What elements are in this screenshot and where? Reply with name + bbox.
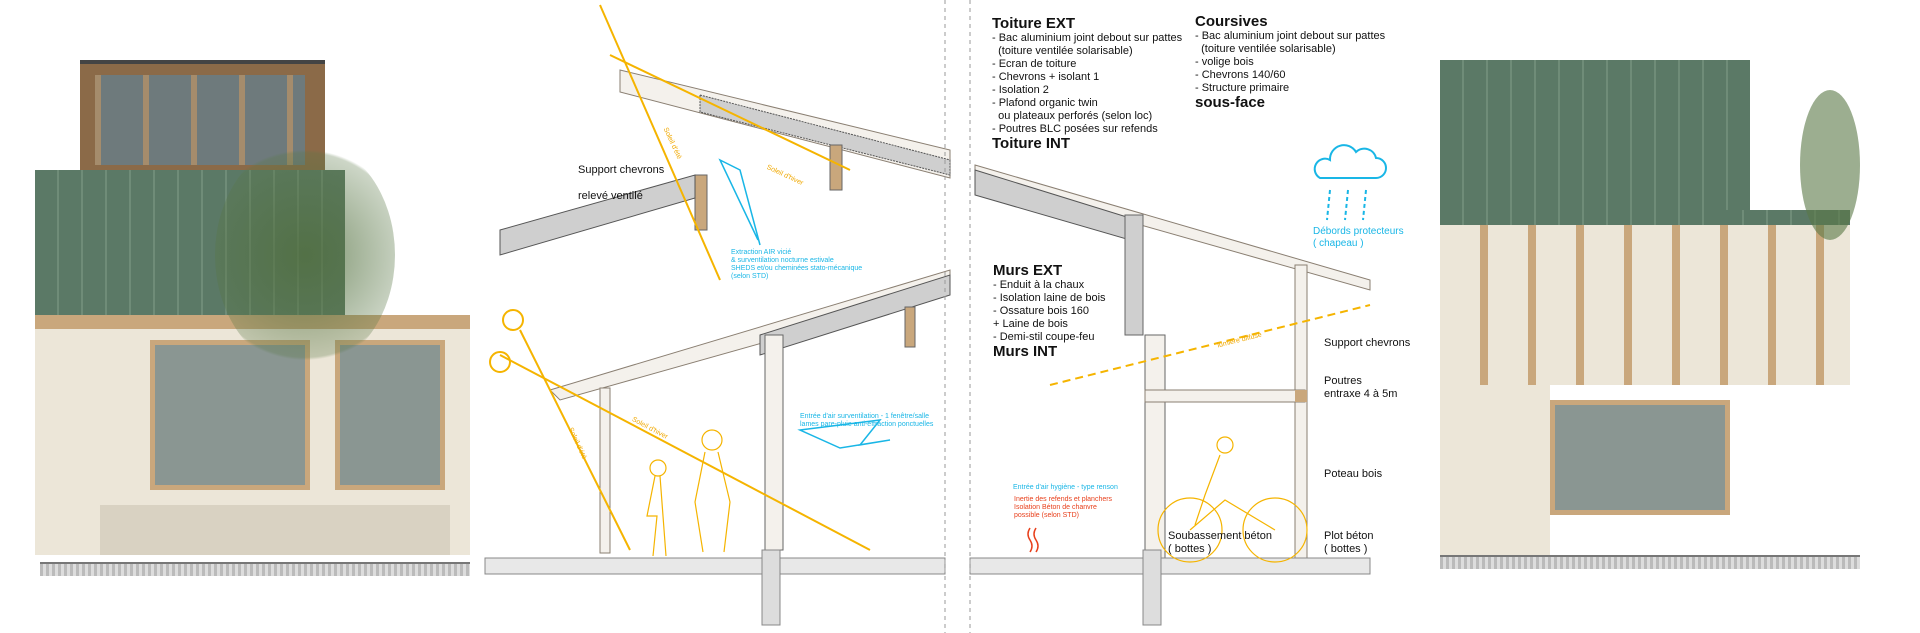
label-poteau: Poteau bois (1324, 468, 1383, 480)
heat-icon (1027, 527, 1039, 553)
label-entree-hygiene: Entrée d'air hygiène - type renson (1013, 484, 1118, 491)
left-elevation-render (0, 0, 470, 633)
ground-floor-window-2 (335, 340, 445, 490)
ground-slabs (484, 549, 1371, 626)
sun-rays (499, 4, 1371, 551)
coursives-subtitle: sous-face (1195, 94, 1266, 111)
bench (100, 505, 450, 555)
coursives-item: (toiture ventilée solarisable) (1195, 43, 1336, 55)
toiture-item: - Chevrons + isolant 1 (992, 71, 1100, 83)
toiture-item: (toiture ventilée solarisable) (992, 45, 1133, 57)
murs-item: - Isolation laine de bois (993, 292, 1106, 304)
label-support-chevrons-right: Support chevrons (1324, 337, 1411, 349)
murs-ext-title: Murs EXT (993, 262, 1063, 279)
air-arrows (718, 158, 891, 449)
toiture-legend: Toiture EXT - Bac aluminium joint debout… (992, 16, 1182, 152)
roof-lower-left (549, 269, 951, 554)
coursives-title: Coursives (1195, 13, 1268, 30)
murs-item: + Laine de bois (993, 318, 1068, 330)
coursives-legend: Coursives - Bac aluminium joint debout s… (1195, 14, 1385, 111)
tree (215, 140, 395, 370)
toiture-item: - Ecran de toiture (992, 58, 1077, 70)
people-figures (646, 429, 1308, 563)
toiture-item: - Plafond organic twin (992, 97, 1098, 109)
coursives-item: - Structure primaire (1195, 82, 1290, 94)
murs-item: - Demi-stil coupe-feu (993, 331, 1095, 343)
right-elevation-render (1440, 0, 1860, 633)
ground-floor-wall-right (1440, 385, 1550, 555)
ground-floor-window-right (1550, 400, 1730, 515)
coursives-item: - volige bois (1195, 56, 1254, 68)
label-extraction: Extraction AIR vicié & surventilation no… (731, 249, 863, 280)
toiture-item: - Bac aluminium joint debout sur pattes (992, 32, 1183, 44)
roof-upper-left (499, 69, 951, 256)
dash-dividers (944, 0, 971, 633)
coursives-item: - Bac aluminium joint debout sur pattes (1195, 30, 1386, 42)
green-roof-cladding-right (1440, 60, 1750, 225)
murs-legend: Murs EXT - Enduit à la chaux - Isolation… (993, 263, 1106, 360)
toiture-item: ou plateaux perforés (selon loc) (992, 110, 1153, 122)
cloud-icon (1313, 144, 1387, 221)
murs-int-title: Murs INT (993, 343, 1058, 360)
roof-right (974, 164, 1371, 561)
murs-item: - Enduit à la chaux (993, 279, 1085, 291)
label-support-chevrons-left: Support chevrons (578, 164, 665, 176)
timber-frame (1440, 225, 1850, 385)
label-debords: Débords protecteurs ( chapeau ) (1313, 226, 1404, 249)
sun-icon (489, 309, 524, 373)
label-plot: Plot béton ( bottes ) (1324, 530, 1374, 555)
label-inertie: Inertie des refends et planchers Isolati… (1014, 496, 1113, 519)
label-releve-ventile: relevé ventilé (578, 190, 643, 202)
ground-line (40, 562, 470, 576)
tree-right (1800, 90, 1860, 240)
toiture-int-title: Toiture INT (992, 135, 1071, 152)
murs-item: - Ossature bois 160 (993, 305, 1089, 317)
toiture-ext-title: Toiture EXT (992, 15, 1076, 32)
toiture-item: - Poutres BLC posées sur refends (992, 123, 1158, 135)
coursives-item: - Chevrons 140/60 (1195, 69, 1286, 81)
label-poutres: Poutres entraxe 4 à 5m (1324, 375, 1398, 400)
ground-line-right (1440, 555, 1860, 569)
toiture-item: - Isolation 2 (992, 84, 1049, 96)
label-entree-surventilation: Entrée d'air surventilation - 1 fenêtre/… (800, 413, 934, 428)
label-soubassement: Soubassement béton ( bottes ) (1168, 530, 1272, 555)
